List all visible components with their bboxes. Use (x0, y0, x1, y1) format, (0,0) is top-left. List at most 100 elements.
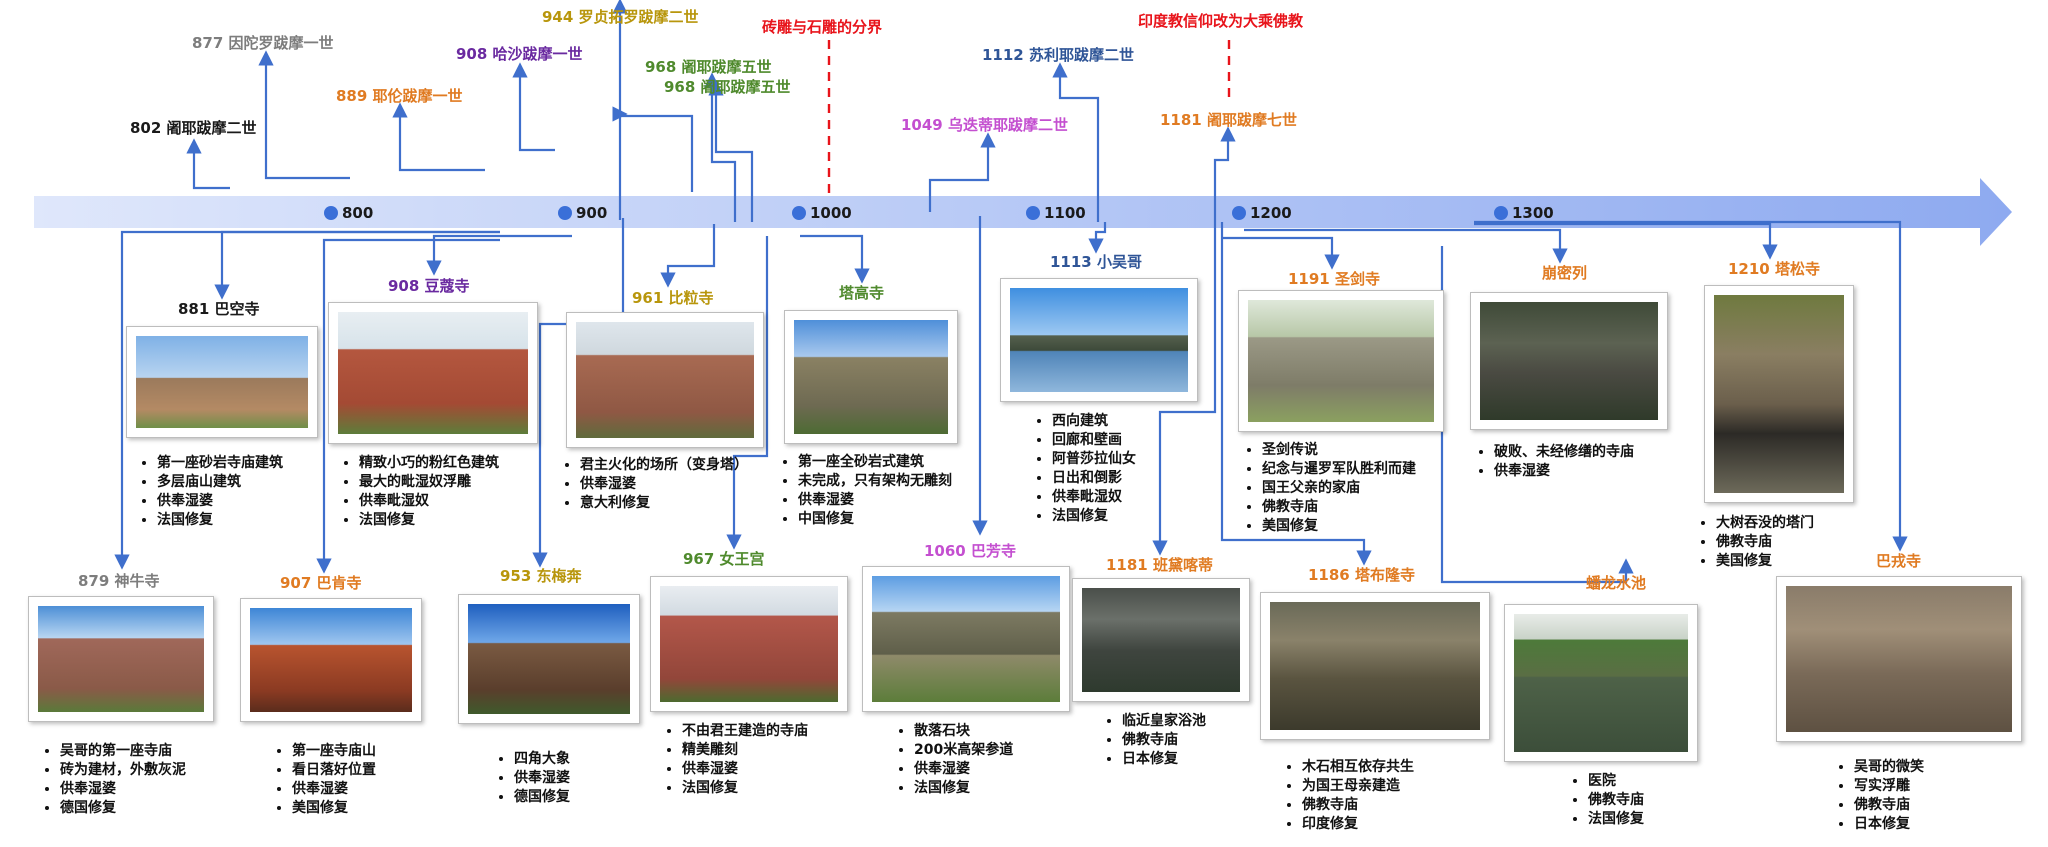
photo-preah-khan (1248, 300, 1434, 422)
bullet: 美国修复 (1716, 552, 1814, 571)
bullet: 供奉湿婆 (514, 769, 570, 788)
bullet: 多层庙山建筑 (157, 473, 283, 492)
temple-photo-east-mebon (458, 594, 640, 724)
bullet: 佛教寺庙 (1854, 796, 1924, 815)
divider-lines (827, 40, 1231, 196)
bullet: 供奉湿婆 (580, 475, 748, 494)
year-dot (792, 206, 806, 220)
temple-title-pre-rup: 961 比粒寺 (632, 289, 714, 307)
note-mahayana: 印度教信仰改为大乘佛教 (1138, 12, 1304, 30)
photo-som-mean (1714, 295, 1844, 493)
bullet: 第一座寺庙山 (292, 742, 376, 761)
bullets-preah-khan: 圣剑传说 纪念与暹罗军队胜利而建 国王父亲的家庙 佛教寺庙 美国修复 (1240, 441, 1416, 536)
photo-banteay-kdei (1082, 588, 1240, 692)
temple-photo-banteay-srei (650, 576, 848, 712)
temple-title-neak-pean: 蟠龙水池 (1586, 574, 1647, 592)
bullet: 纪念与暹罗军队胜利而建 (1262, 460, 1416, 479)
connector-line (258, 50, 350, 180)
connector-line (1052, 62, 1100, 222)
bullet: 国王父亲的家庙 (1262, 479, 1416, 498)
bullet: 供奉湿婆 (292, 780, 376, 799)
temple-photo-pre-rup (566, 312, 764, 448)
bullet: 木石相互依存共生 (1302, 758, 1414, 777)
temple-photo-angkor-wat (1000, 278, 1198, 402)
bullet: 第一座全砂岩式建筑 (798, 453, 952, 472)
bullet: 意大利修复 (580, 494, 748, 513)
bullet: 临近皇家浴池 (1122, 712, 1206, 731)
temple-photo-bakong (126, 326, 318, 438)
king-indravarman1: 877 因陀罗跋摩一世 (192, 34, 334, 52)
temple-title-beng-mealea: 崩密列 (1542, 264, 1588, 282)
temple-title-prasat-kravan: 908 豆蔻寺 (388, 277, 470, 295)
year-1100: 1100 (1044, 204, 1086, 222)
year-1300: 1300 (1512, 204, 1554, 222)
temple-photo-beng-mealea (1470, 292, 1668, 430)
bullet: 供奉毗湿奴 (359, 492, 499, 511)
bullet: 佛教寺庙 (1122, 731, 1206, 750)
temple-title-som-mean: 1210 塔松寺 (1728, 260, 1820, 278)
temple-photo-som-mean (1704, 285, 1854, 503)
temple-photo-banteay-kdei (1072, 578, 1250, 702)
bullet: 供奉湿婆 (798, 491, 952, 510)
king-jayavarman2: 802 阇耶跋摩二世 (130, 119, 257, 137)
bullet: 佛教寺庙 (1302, 796, 1414, 815)
photo-banteay-srei (660, 586, 838, 702)
bullet: 西向建筑 (1052, 412, 1136, 431)
year-dot (324, 206, 338, 220)
bullets-ta-prohm: 木石相互依存共生 为国王母亲建造 佛教寺庙 印度修复 (1280, 758, 1414, 834)
bullets-neak-pean: 医院 佛教寺庙 法国修复 (1566, 772, 1644, 829)
temple-title-baphuon: 1060 巴芳寺 (924, 542, 1016, 560)
year-dot (558, 206, 572, 220)
bullets-ta-keo: 第一座全砂岩式建筑 未完成，只有架构无雕刻 供奉湿婆 中国修复 (776, 453, 952, 529)
king-jayavarman5-b: 968 阇耶跋摩五世 (664, 78, 791, 96)
bullets-som-mean: 大树吞没的塔门 佛教寺庙 美国修复 (1694, 514, 1814, 571)
connector-line (704, 72, 737, 222)
bullet: 未完成，只有架构无雕刻 (798, 472, 952, 491)
temple-photo-ta-prohm (1260, 592, 1490, 740)
bullet: 供奉湿婆 (914, 760, 1013, 779)
bullet: 吴哥的微笑 (1854, 758, 1924, 777)
bullets-bayon: 吴哥的微笑 写实浮雕 佛教寺庙 日本修复 (1832, 758, 1924, 834)
bullets-bakheng: 第一座寺庙山 看日落好位置 供奉湿婆 美国修复 (270, 742, 376, 818)
bullet: 200米高架参道 (914, 741, 1013, 760)
connector-line (512, 62, 555, 152)
temple-title-bakong: 881 巴空寺 (178, 300, 260, 318)
bullet: 德国修复 (60, 799, 186, 818)
photo-ta-prohm (1270, 602, 1480, 730)
king-jayavarman7: 1181 阇耶跋摩七世 (1160, 111, 1297, 129)
photo-bayon (1786, 586, 2012, 732)
bullet: 第一座砂岩寺庙建筑 (157, 454, 283, 473)
photo-ta-keo (794, 320, 948, 434)
temple-photo-neak-pean (1504, 604, 1698, 762)
bullets-angkor-wat: 西向建筑 回廊和壁画 阿普莎拉仙女 日出和倒影 供奉毗湿奴 法国修复 (1030, 412, 1136, 526)
bullet: 法国修复 (914, 779, 1013, 798)
connector-line (612, 0, 694, 192)
bullet: 法国修复 (1052, 507, 1136, 526)
photo-beng-mealea (1480, 302, 1658, 420)
bullets-preah-ko: 吴哥的第一座寺庙 砖为建材，外敷灰泥 供奉湿婆 德国修复 (38, 742, 186, 818)
king-udayadityavarman2: 1049 乌迭蒂耶跋摩二世 (901, 116, 1068, 134)
bullet: 医院 (1588, 772, 1644, 791)
connector-line (1152, 222, 1217, 556)
connector-line (114, 230, 500, 570)
bullet: 供奉湿婆 (157, 492, 283, 511)
bullet: 法国修复 (157, 511, 283, 530)
king-suryavarman2: 1112 苏利耶跋摩二世 (982, 46, 1134, 64)
temple-photo-preah-khan (1238, 290, 1444, 432)
bullet: 四角大象 (514, 750, 570, 769)
temple-photo-preah-ko (28, 596, 214, 722)
temple-title-bakheng: 907 巴肯寺 (280, 574, 362, 592)
connector-line (316, 238, 500, 574)
bullet: 美国修复 (292, 799, 376, 818)
temple-photo-baphuon (862, 566, 1070, 712)
connector-line (1222, 236, 1340, 270)
bullet: 法国修复 (1588, 810, 1644, 829)
year-900: 900 (576, 204, 608, 222)
connector-line (186, 138, 230, 190)
year-800: 800 (342, 204, 374, 222)
temple-title-ta-prohm: 1186 塔布隆寺 (1308, 566, 1415, 584)
bullet: 散落石块 (914, 722, 1013, 741)
bullets-bakong: 第一座砂岩寺庙建筑 多层庙山建筑 供奉湿婆 法国修复 (135, 454, 283, 530)
connector-line (726, 236, 769, 550)
temple-photo-prasat-kravan (328, 302, 538, 444)
